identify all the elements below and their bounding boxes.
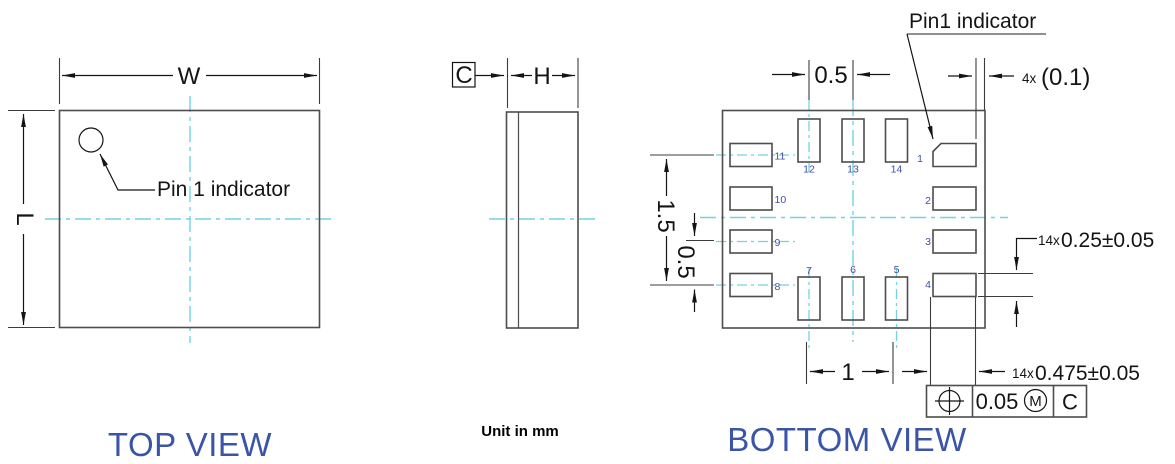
pad-length-value: 0.475±0.05 [1035, 362, 1140, 385]
pad-9 [729, 229, 773, 254]
w-dim-label: W [178, 63, 201, 90]
edge-gap-value: (0.1) [1041, 64, 1090, 91]
pin1-indicator-circle [78, 127, 104, 153]
position-tolerance-icon [935, 387, 964, 415]
pin-label-6: 6 [850, 264, 856, 276]
pin-label-7: 7 [806, 265, 812, 277]
pad-11 [729, 142, 773, 168]
top-view: Pin 1 indicator W L TOP VIEW [8, 58, 334, 463]
h-dim-label: H [533, 63, 550, 90]
pad-length-count: 14x [1012, 366, 1034, 381]
l-dim-label: L [11, 212, 38, 225]
top-view-title: TOP VIEW [108, 426, 273, 463]
pin-label-12: 12 [803, 164, 815, 176]
feature-control-frame [925, 384, 1088, 418]
side-package-outline [505, 111, 579, 329]
pad-10 [729, 186, 773, 211]
top-pitch-value: 0.5 [814, 62, 847, 89]
fcf-modifier: M [1029, 393, 1042, 410]
bottom-package-outline [721, 109, 986, 329]
pin-label-11: 11 [775, 151, 786, 163]
pad-3 [932, 229, 977, 254]
fcf-tolerance: 0.05 [976, 389, 1019, 414]
span-value: 1.5 [652, 199, 679, 232]
pad-5 [884, 276, 909, 321]
pad-7 [797, 276, 821, 321]
row-pitch-value: 0.5 [672, 245, 699, 278]
pad-2 [932, 186, 977, 211]
pin-label-10: 10 [775, 194, 787, 206]
pin1-leader-line [906, 33, 934, 140]
datum-c-box [451, 61, 476, 88]
bottom-pitch-value: 1 [841, 359, 854, 386]
pad-width-value: 0.25±0.05 [1061, 229, 1154, 252]
pad-12 [797, 118, 821, 163]
datum-c-label: C [455, 62, 472, 89]
pin-label-14: 14 [891, 164, 903, 176]
pad-6 [841, 276, 865, 321]
pad-width-count: 14x [1038, 233, 1060, 248]
pin-label-13: 13 [847, 164, 859, 176]
pin-label-4: 4 [925, 279, 931, 291]
pad-4 [932, 272, 977, 298]
pin-label-2: 2 [925, 195, 931, 207]
mmc-modifier-icon [1023, 388, 1048, 413]
pin1-indicator-label: Pin 1 indicator [157, 178, 290, 201]
pad-1-chamfered [932, 142, 977, 168]
pad-14 [884, 118, 909, 163]
top-package-outline [58, 109, 321, 329]
pin-label-9: 9 [775, 237, 781, 249]
pin1-leader-line [99, 153, 155, 191]
pin-label-3: 3 [925, 236, 931, 248]
bottom-view: 1 2 3 4 5 6 7 8 9 10 11 12 13 14 Pin1 in… [650, 10, 1154, 458]
unit-note: Unit in mm [481, 423, 559, 440]
pin-label-5: 5 [894, 264, 900, 276]
pad-width-leader-top [1014, 237, 1037, 270]
side-view: C H Unit in mm [451, 58, 597, 440]
pad-13 [841, 118, 865, 163]
pin-label-8: 8 [775, 281, 781, 293]
bottom-view-title: BOTTOM VIEW [727, 421, 967, 458]
edge-gap-count: 4x [1022, 71, 1037, 86]
fcf-datum: C [1062, 390, 1078, 415]
pin-label-1: 1 [917, 153, 923, 165]
pin1-indicator-label: Pin1 indicator [909, 10, 1036, 33]
pad-8 [729, 272, 773, 298]
